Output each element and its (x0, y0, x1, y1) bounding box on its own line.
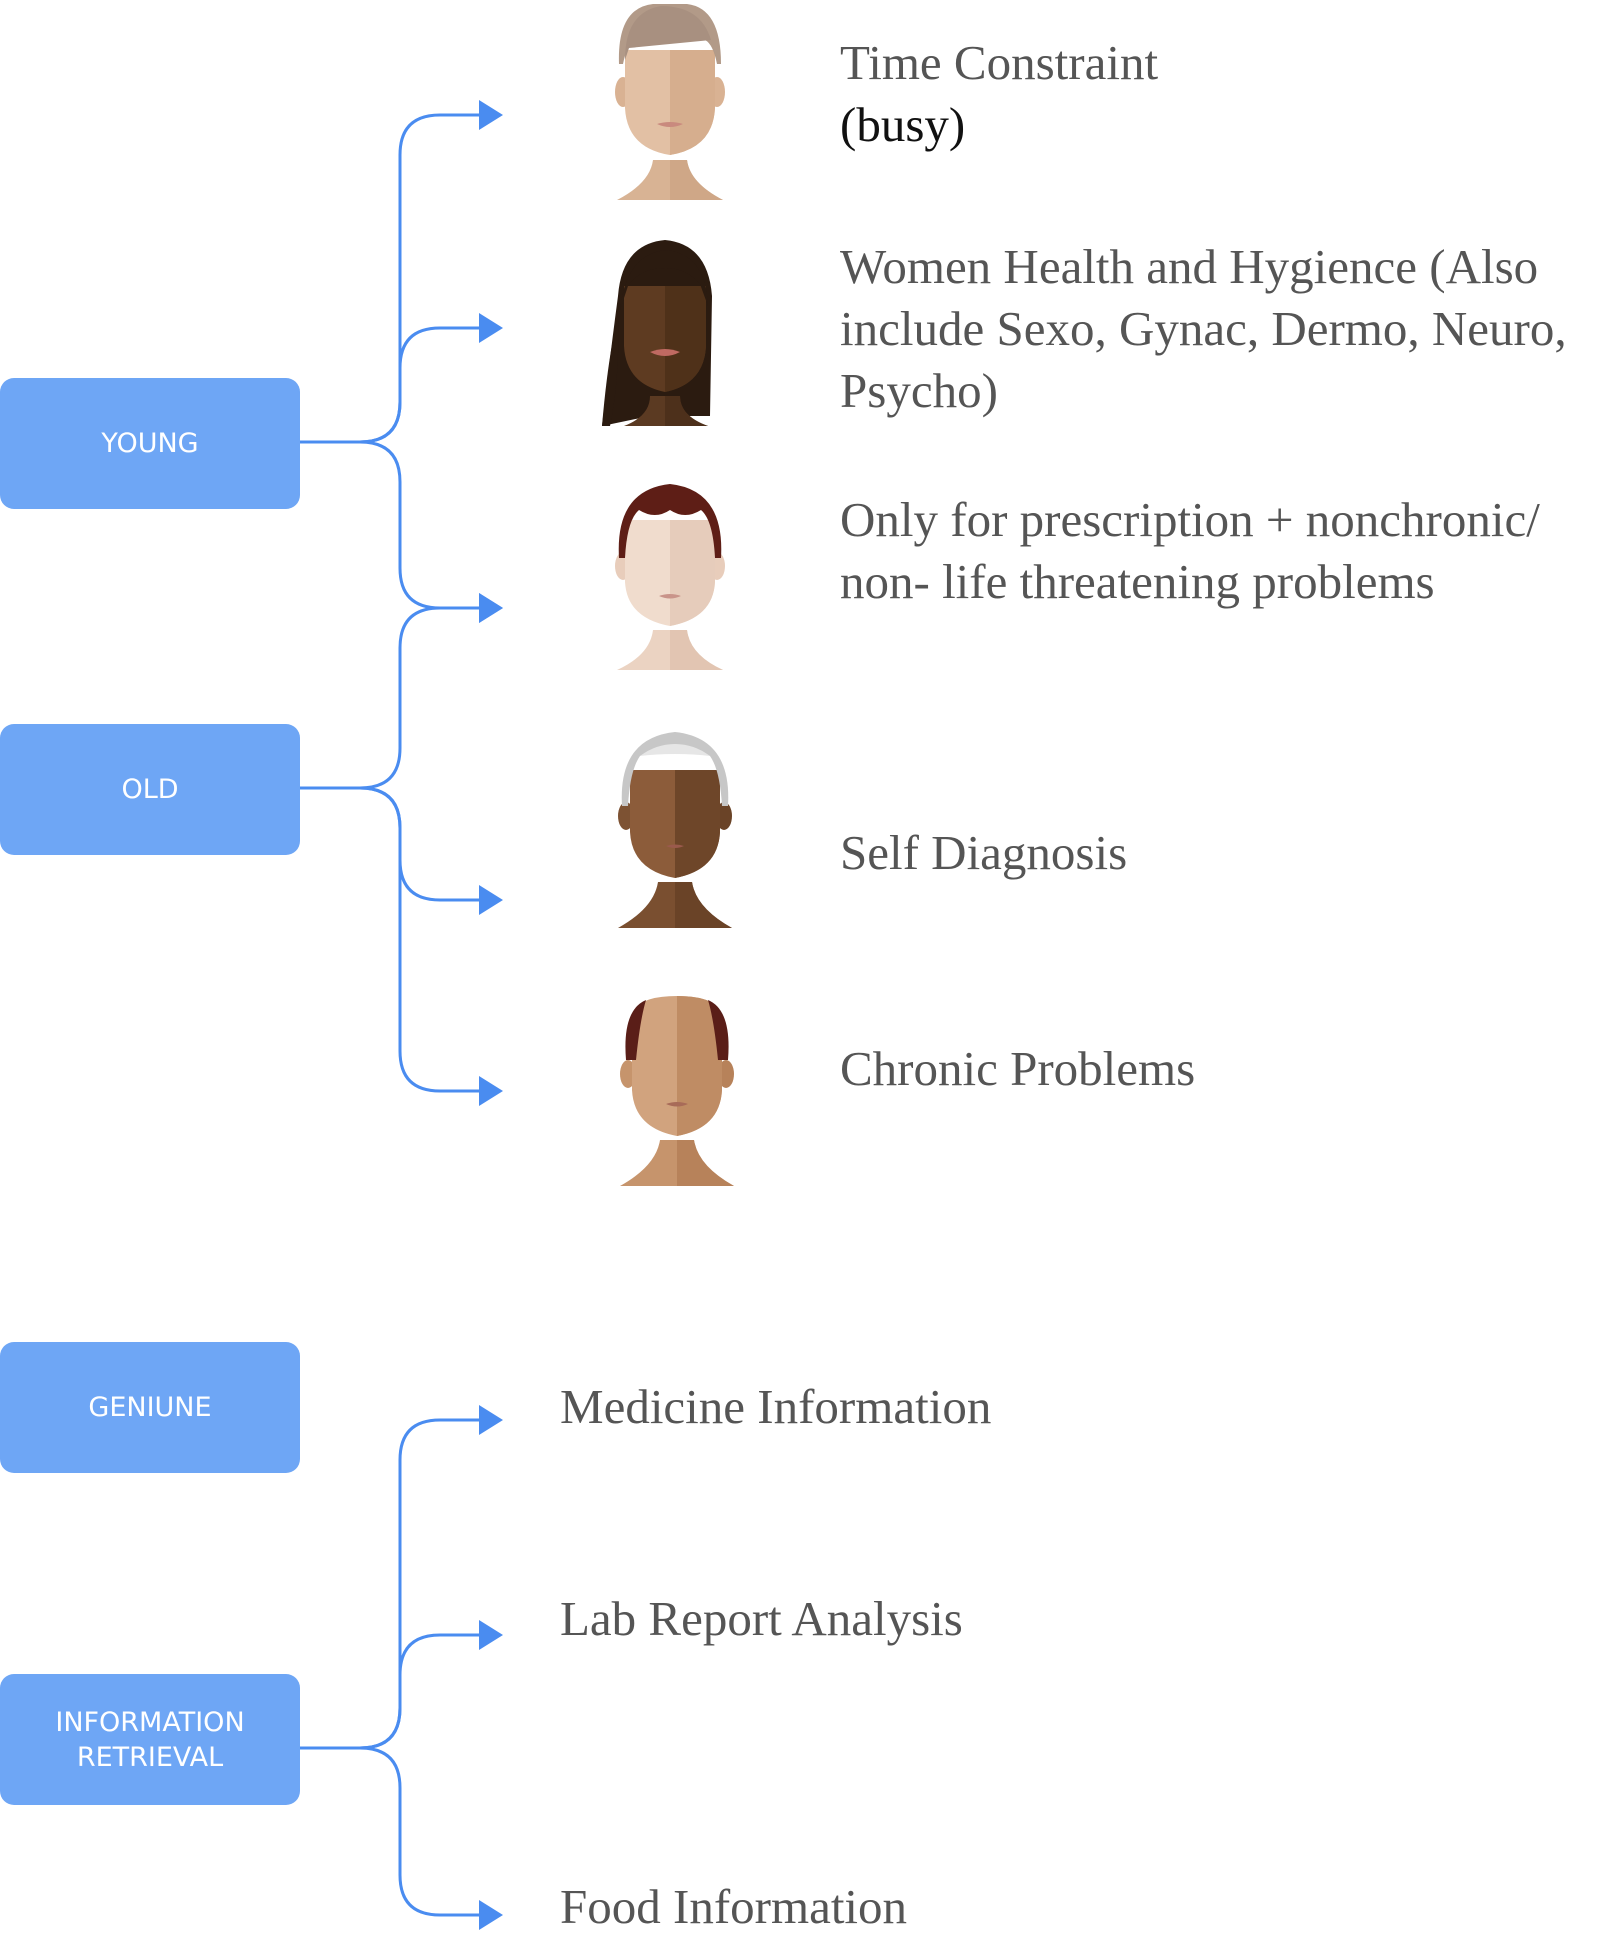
label-time-constraint-line1: Time Constraint (840, 35, 1159, 90)
label-prescription: Only for prescription + nonchronic/ non-… (840, 489, 1540, 613)
arrow-info-to-lab-report (300, 1620, 503, 1750)
label-lab-report-analysis: Lab Report Analysis (560, 1591, 963, 1646)
category-genuine-label: GENIUNE (88, 1392, 212, 1423)
label-time-constraint: Time Constraint (busy) (840, 32, 1158, 156)
category-old: OLD (0, 724, 300, 855)
info-retrieval-connectors (300, 1405, 503, 1930)
young-connectors (300, 100, 503, 623)
label-food-information: Food Information (560, 1879, 908, 1934)
label-women-health-line1: Women Health and Hygience (Also (840, 239, 1539, 294)
label-chronic-problems: Chronic Problems (840, 1041, 1196, 1096)
arrow-young-to-women-health (300, 313, 503, 444)
label-prescription-line1: Only for prescription + nonchronic/ (840, 492, 1540, 547)
category-info-label-line2: RETRIEVAL (76, 1741, 224, 1773)
balding-man-avatar (620, 996, 734, 1186)
label-medicine-information: Medicine Information (560, 1379, 992, 1434)
category-young-label: YOUNG (101, 428, 199, 459)
arrow-old-to-prescription (300, 593, 503, 790)
arrow-info-to-food (300, 1746, 503, 1930)
old-connectors (300, 593, 503, 1106)
label-women-health: Women Health and Hygience (Also include … (840, 236, 1567, 422)
label-women-health-line3: Psycho) (840, 363, 998, 418)
old-man-avatar (618, 732, 732, 928)
arrow-old-to-chronic-problems (300, 786, 503, 1106)
category-information-retrieval: INFORMATION RETRIEVAL (0, 1674, 300, 1805)
label-prescription-line2: non- life threatening problems (840, 554, 1435, 609)
young-man-avatar (615, 4, 725, 200)
label-women-health-line2: include Sexo, Gynac, Dermo, Neuro, (840, 301, 1567, 356)
young-woman-avatar (602, 240, 712, 426)
category-old-label: OLD (121, 774, 179, 805)
category-genuine: GENIUNE (0, 1342, 300, 1473)
label-time-constraint-line2: (busy) (840, 97, 966, 152)
arrow-young-to-prescription (300, 440, 503, 623)
category-info-label-line1: INFORMATION (55, 1706, 245, 1738)
category-young: YOUNG (0, 378, 300, 509)
pale-man-avatar (615, 484, 725, 670)
label-self-diagnosis: Self Diagnosis (840, 825, 1128, 880)
